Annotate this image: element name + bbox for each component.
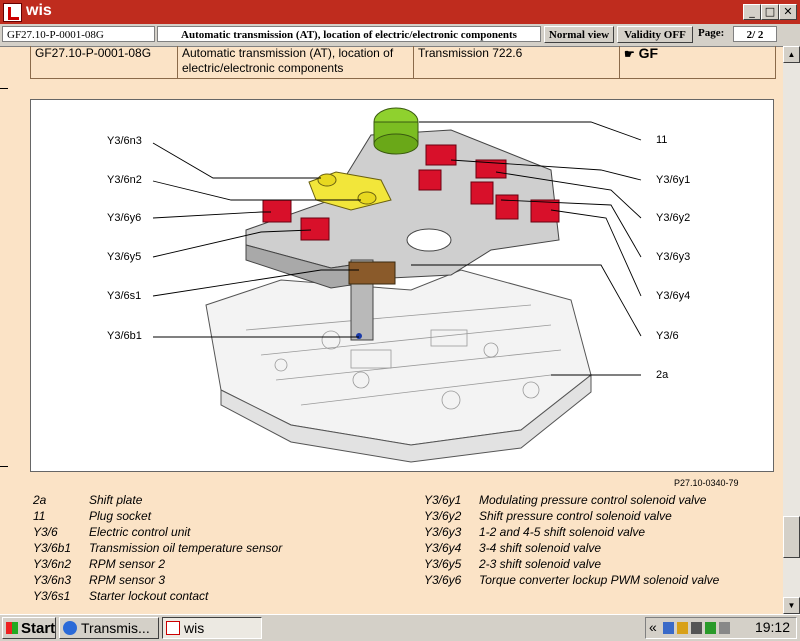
- header-title: Automatic transmission (AT), location of…: [177, 46, 413, 78]
- minimize-button[interactable]: _: [743, 4, 761, 20]
- volume-icon[interactable]: [719, 622, 730, 634]
- legend-text: 2-3 shift solenoid valve: [479, 557, 602, 571]
- page-field[interactable]: 2/ 2: [733, 26, 777, 42]
- taskbar-item-label: wis: [184, 620, 205, 636]
- normal-view-button[interactable]: Normal view: [544, 26, 614, 43]
- legend-code: Y3/6: [33, 525, 58, 539]
- page-label: Page:: [698, 27, 725, 39]
- legend-code: Y3/6n3: [33, 573, 72, 587]
- fig-label-Y3-6y1: Y3/6y1: [656, 174, 691, 186]
- scroll-up-icon[interactable]: ▲: [783, 46, 800, 63]
- maximize-button[interactable]: □: [761, 4, 779, 20]
- legend-text: Plug socket: [89, 509, 152, 523]
- header-title-line1: Automatic transmission (AT), location of: [182, 46, 394, 60]
- page-marker-bottom: [0, 466, 8, 467]
- window-titlebar: wis _ □ ✕: [0, 0, 800, 24]
- legend-code: 2a: [33, 493, 47, 507]
- taskbar: Start Transmis... wis « 19:12: [0, 614, 800, 641]
- taskbar-item-wis[interactable]: wis: [162, 617, 262, 639]
- wis-icon: [166, 621, 180, 635]
- wis-app-icon: [3, 3, 22, 22]
- legend-code: Y3/6y6: [424, 573, 462, 587]
- valve-body-drawing: [205, 107, 592, 463]
- toolbar: GF27.10-P-0001-08G Automatic transmissio…: [0, 24, 800, 47]
- transmission-figure: Y3/6n3 Y3/6n2 Y3/6y6 Y3/6y5 Y3/6s1 Y3/6b…: [30, 99, 774, 472]
- scroll-down-icon[interactable]: ▼: [783, 597, 800, 614]
- legend-code: Y3/6y3: [424, 525, 462, 539]
- header-doc-id: GF27.10-P-0001-08G: [35, 46, 152, 60]
- fig-label-Y3-6: Y3/6: [656, 330, 679, 342]
- fig-label-Y3-6n3: Y3/6n3: [107, 135, 142, 147]
- fig-label-11: 11: [656, 134, 668, 146]
- scrollbar-thumb[interactable]: [783, 516, 800, 558]
- legend-text: 3-4 shift solenoid valve: [479, 541, 602, 555]
- header-model: Transmission 722.6: [413, 46, 619, 78]
- leader-lines: [152, 121, 642, 376]
- fig-label-Y3-6y2: Y3/6y2: [656, 212, 691, 224]
- legend-code: Y3/6s1: [33, 589, 71, 603]
- doc-id-field[interactable]: GF27.10-P-0001-08G: [2, 26, 155, 42]
- close-button[interactable]: ✕: [779, 4, 797, 20]
- fig-label-Y3-6b1: Y3/6b1: [107, 330, 142, 342]
- legend-code: Y3/6y2: [424, 509, 462, 523]
- ie-icon: [63, 621, 77, 635]
- start-label: Start: [21, 620, 56, 637]
- validity-button[interactable]: Validity OFF: [617, 26, 693, 43]
- legend-text: Electric control unit: [89, 525, 191, 539]
- legend-text: Modulating pressure control solenoid val…: [479, 493, 707, 507]
- legend-code: 11: [33, 509, 46, 523]
- window-title: wis: [26, 2, 52, 19]
- legend-text: Transmission oil temperature sensor: [89, 541, 283, 555]
- legend-text: RPM sensor 2: [89, 557, 166, 571]
- taskbar-item-transmission[interactable]: Transmis...: [59, 617, 159, 639]
- start-button[interactable]: Start: [2, 617, 56, 639]
- legend-text: Shift plate: [89, 493, 143, 507]
- legend-code: Y3/6y1: [424, 493, 462, 507]
- gf-icon: ☛: [624, 47, 635, 61]
- fig-label-Y3-6y3: Y3/6y3: [656, 251, 691, 263]
- figure-reference: P27.10-0340-79: [674, 478, 739, 488]
- taskbar-item-label: Transmis...: [81, 620, 150, 636]
- legend-text: Torque converter lockup PWM solenoid val…: [479, 573, 720, 587]
- status-icon[interactable]: [705, 622, 716, 634]
- fig-label-Y3-6n2: Y3/6n2: [107, 174, 142, 186]
- fig-label-Y3-6y5: Y3/6y5: [107, 251, 142, 263]
- system-tray: « 19:12: [645, 617, 797, 639]
- fig-label-2a: 2a: [656, 369, 669, 381]
- doc-title-field: Automatic transmission (AT), location of…: [157, 26, 541, 42]
- legend-code: Y3/6b1: [33, 541, 72, 555]
- legend-code: Y3/6y5: [424, 557, 462, 571]
- legend-text: 1-2 and 4-5 shift solenoid valve: [479, 525, 646, 539]
- legend-text: RPM sensor 3: [89, 573, 166, 587]
- windows-logo-icon: [6, 622, 18, 634]
- vertical-scrollbar[interactable]: ▲ ▼: [783, 46, 800, 614]
- tray-chevron-icon[interactable]: «: [649, 619, 657, 635]
- fig-label-Y3-6y4: Y3/6y4: [656, 290, 691, 302]
- clock: 19:12: [754, 619, 790, 635]
- network-icon[interactable]: [663, 622, 674, 634]
- legend-text: Starter lockout contact: [89, 589, 209, 603]
- page-marker-top: [0, 88, 8, 89]
- header-code: GF: [638, 45, 659, 61]
- fig-label-Y3-6y6: Y3/6y6: [107, 212, 142, 224]
- legend-code: Y3/6n2: [33, 557, 72, 571]
- security-icon[interactable]: [677, 622, 688, 634]
- header-code-cell: ☛ GF: [619, 46, 775, 78]
- printer-icon[interactable]: [691, 622, 702, 634]
- legend-text: Shift pressure control solenoid valve: [479, 509, 672, 523]
- legend-code: Y3/6y4: [424, 541, 462, 555]
- fig-label-Y3-6s1: Y3/6s1: [107, 290, 142, 302]
- document-header-row: GF27.10-P-0001-08G Automatic transmissio…: [30, 46, 776, 79]
- header-title-line2: electric/electronic components: [182, 61, 344, 75]
